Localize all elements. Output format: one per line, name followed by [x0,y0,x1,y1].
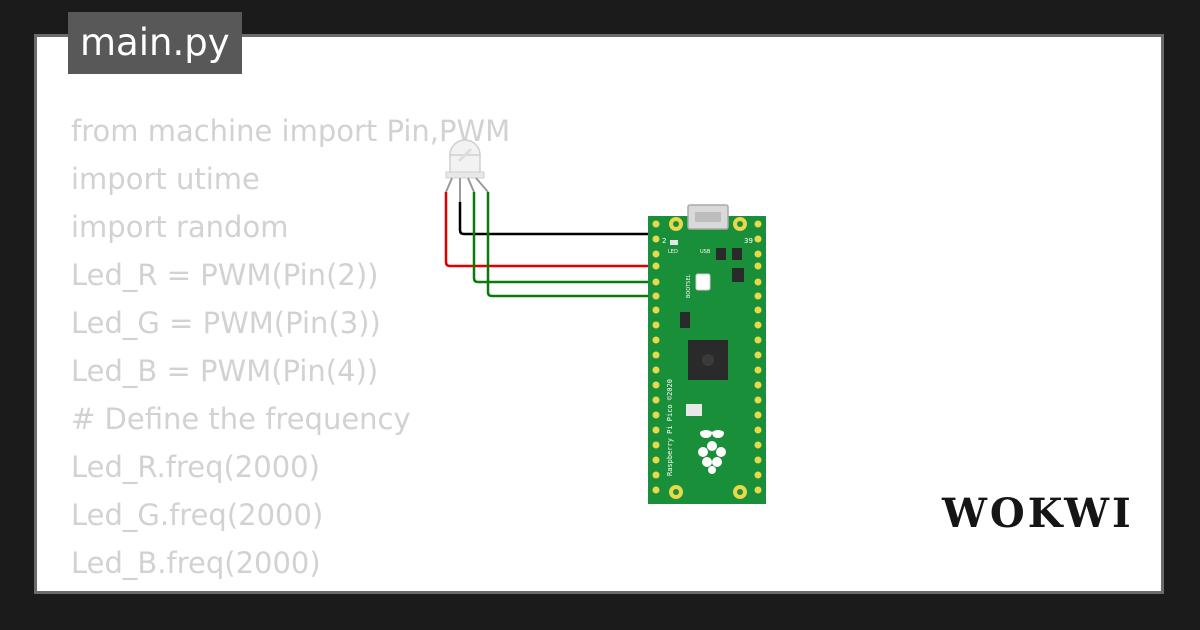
board-name-label: Raspberry Pi Pico ©2020 [666,379,674,476]
led-label: LED [668,249,678,255]
wire-green-b [486,192,656,298]
right-pin-header [754,220,762,494]
wire-red [444,192,656,268]
code-line: Led_R = PWM(Pin(2)) [71,258,379,292]
pin-label-first: 2 [662,237,666,245]
bootsel-label: BOOTSEL [686,274,692,298]
wire-green-g [472,192,656,284]
onboard-led [670,240,678,245]
code-line: Led_G = PWM(Pin(3)) [71,306,381,340]
code-line: Led_R.freq(2000) [71,450,320,484]
wokwi-logo: WOKWI [942,490,1134,537]
code-line: from machine import Pin,PWM [71,114,511,148]
code-line: # Define the frequency [71,402,411,436]
code-line: Led_B.freq(2000) [71,546,321,580]
code-line: Led_B = PWM(Pin(4)) [71,354,379,388]
project-preview-card: from machine import Pin,PWM import utime… [34,34,1164,594]
code-listing: from machine import Pin,PWM import utime… [71,107,771,587]
file-tab-main-py[interactable]: main.py [68,12,242,74]
bootsel-button [695,273,711,291]
rgb-led[interactable] [445,139,489,202]
raspberry-pi-pico-board[interactable]: 2 39 LED USB BOOTSEL Raspberry Pi Pico ©… [648,204,766,504]
code-line: import utime [71,162,260,196]
code-line: Led_G.freq(2000) [71,498,324,532]
usb-label: USB [700,249,711,255]
code-line: import random [71,210,289,244]
raspberry-pi-logo [698,430,726,474]
pin-label-last: 39 [744,237,753,245]
left-pin-header [652,220,660,494]
